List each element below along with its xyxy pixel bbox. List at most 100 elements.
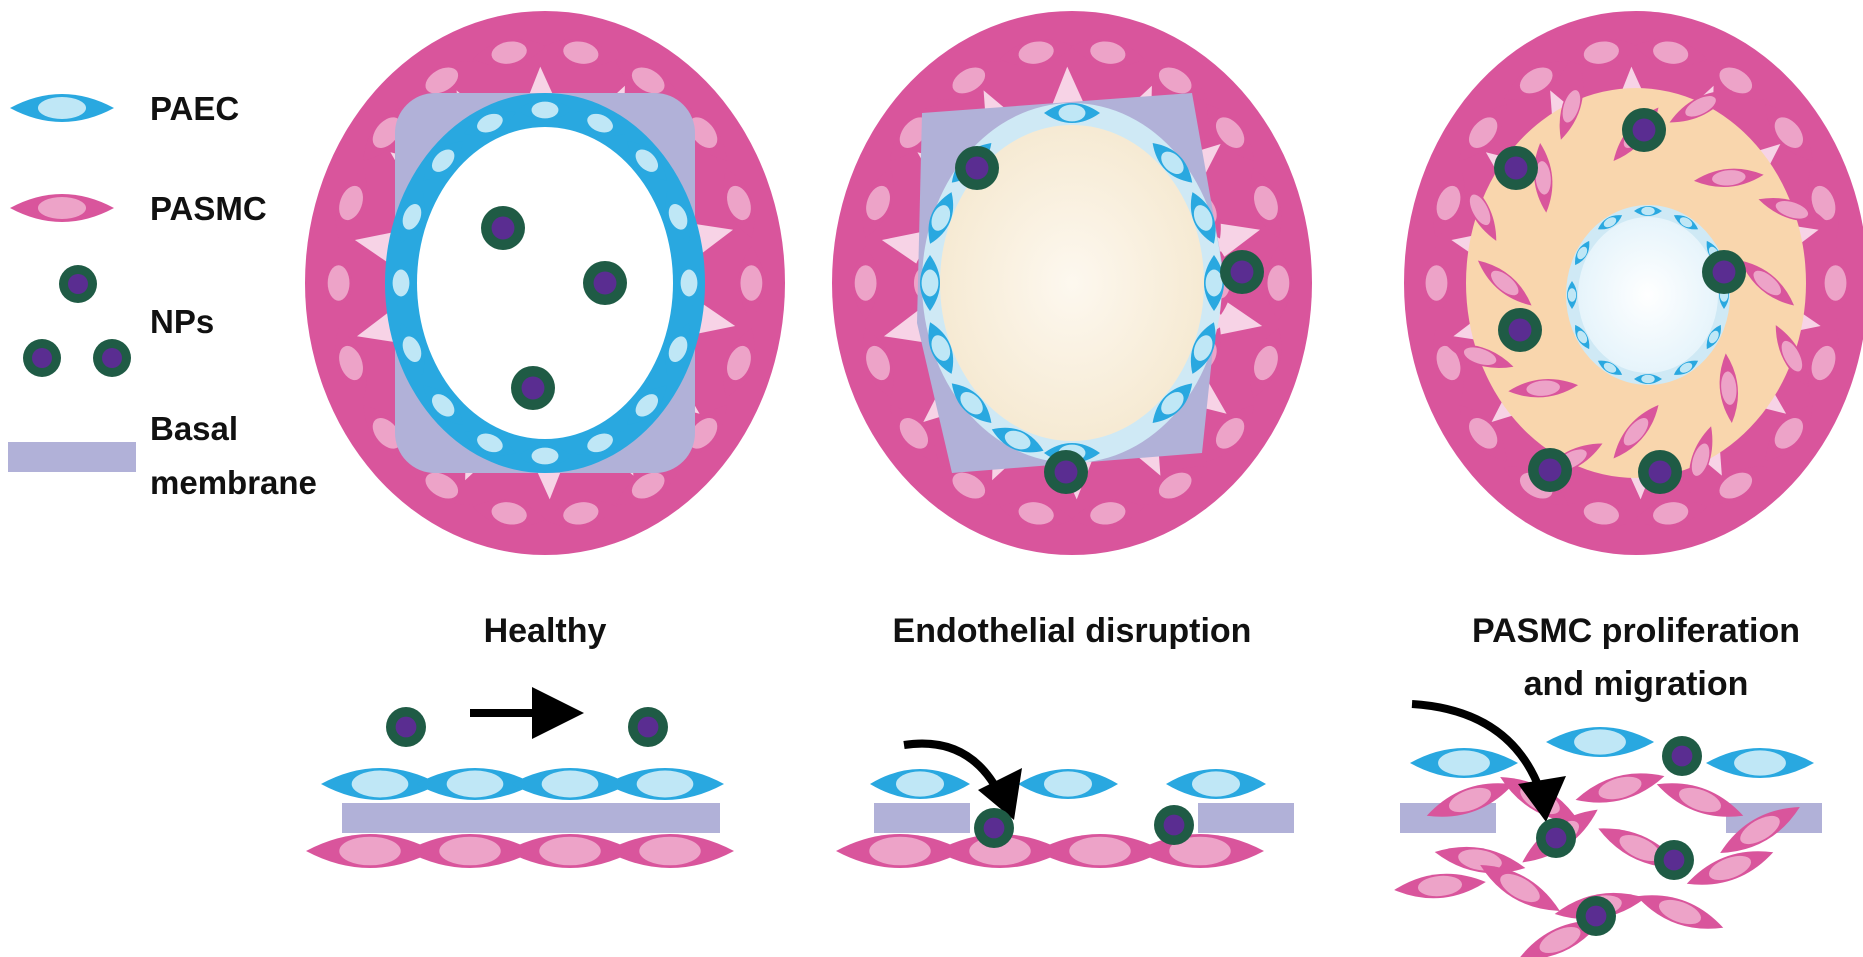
paec-cell <box>870 769 970 799</box>
pasmc-cell <box>862 328 894 398</box>
pasmc-cell <box>723 168 755 238</box>
pasmc-cell <box>852 246 879 320</box>
pasmc-cell <box>1143 466 1208 505</box>
paec-cell <box>679 255 699 311</box>
paec-cell <box>1166 769 1266 799</box>
pasmc-cell <box>1656 783 1744 817</box>
legend-pasmc-label: PASMC <box>150 190 267 227</box>
pasmc-cell <box>1433 328 1464 398</box>
legend-paec-label: PAEC <box>150 90 239 127</box>
nanoparticle <box>1498 308 1542 352</box>
paec-cell <box>416 768 534 800</box>
nanoparticle <box>1528 448 1572 492</box>
nanoparticle <box>481 206 525 250</box>
paec-cell <box>928 322 954 374</box>
pasmc-cell <box>544 499 618 527</box>
pasmc-cell <box>1071 39 1145 67</box>
pasmc-cell <box>890 405 938 462</box>
basal-membrane <box>874 803 970 833</box>
pasmc-cell <box>936 61 1001 100</box>
paec-cell <box>1567 281 1577 309</box>
pasmc-cell <box>306 834 434 868</box>
pasmc-cell <box>1559 72 1584 140</box>
paec-cell <box>1597 360 1623 375</box>
paec-cell <box>1018 769 1118 799</box>
nanoparticle <box>386 707 426 747</box>
paec-cell <box>665 190 691 243</box>
arrow-icon <box>903 739 1022 820</box>
paec-cell <box>1575 240 1590 266</box>
pasmc-cell <box>325 246 352 320</box>
pasmc-cell <box>1693 168 1764 188</box>
pasmc-cell <box>1564 39 1638 67</box>
vessel-endothelial-disruption <box>832 11 1312 555</box>
arrow-icon <box>470 687 584 739</box>
pasmc-cell <box>999 39 1073 67</box>
pasmc-cell <box>1250 328 1282 398</box>
paec-cell <box>991 427 1044 453</box>
paec-cell <box>606 768 724 800</box>
legend: PAEC PASMC NPs Basal membrane <box>8 90 317 501</box>
pasmc-cell <box>862 168 894 238</box>
cross-section-pasmc-proliferation <box>1394 700 1822 957</box>
nanoparticle <box>1220 250 1264 294</box>
paec-cell <box>920 255 940 311</box>
paec-cell <box>1706 748 1814 778</box>
paec-cell <box>1575 324 1590 350</box>
nanoparticle <box>1494 146 1538 190</box>
pasmc-cell <box>409 466 474 505</box>
pasmc-cell <box>1533 142 1553 213</box>
pasmc-cell <box>738 246 765 320</box>
pasmc-cell <box>1669 90 1732 123</box>
pasmc-cell <box>544 39 618 67</box>
pasmc-cell <box>1250 168 1282 238</box>
pasmc-cell <box>1459 405 1507 462</box>
pasmc-cell <box>1808 328 1839 398</box>
pasmc-cell <box>1775 325 1809 388</box>
pasmc-cell <box>506 834 634 868</box>
pasmc-cell <box>1434 846 1526 874</box>
pasmc-cell <box>1426 783 1514 817</box>
paec-cell <box>665 323 691 376</box>
basal-membrane-legend-icon <box>8 442 136 472</box>
nanoparticle <box>1154 805 1194 845</box>
arrow-icon <box>1411 700 1566 822</box>
paec-cell <box>627 385 667 426</box>
pasmc-cell <box>936 466 1001 505</box>
paec-cell <box>423 385 463 426</box>
paec-cell <box>1204 255 1224 311</box>
paec-cell <box>391 255 411 311</box>
paec-cell <box>1152 383 1193 424</box>
nanoparticle <box>1654 840 1694 880</box>
pasmc-cell <box>1765 405 1813 462</box>
paec-cell <box>1597 215 1623 230</box>
nanoparticle <box>955 146 999 190</box>
pasmc-cell <box>1740 260 1795 306</box>
paec-cell <box>1044 103 1100 123</box>
legend-basal-label-line2: membrane <box>150 464 317 501</box>
paec-legend-icon <box>10 94 114 122</box>
pasmc-cell <box>472 39 546 67</box>
nanoparticle <box>583 261 627 305</box>
pasmc-cell <box>1634 499 1708 527</box>
pasmc-cell <box>1036 834 1164 868</box>
pasmc-cell <box>1613 404 1659 459</box>
pasmc-cell <box>335 328 367 398</box>
basal-membrane <box>1198 803 1294 833</box>
pasmc-cell <box>723 328 755 398</box>
pasmc-cell <box>472 499 546 527</box>
pasmc-cell <box>1463 178 1497 241</box>
paec-cell <box>574 110 626 136</box>
paec-cell <box>1190 192 1216 244</box>
paec-cell <box>399 323 425 376</box>
pasmc-cell <box>1206 104 1254 161</box>
paec-cell <box>517 446 573 466</box>
legend-nps-label: NPs <box>150 303 214 340</box>
pasmc-cell <box>1477 260 1532 306</box>
nanoparticle <box>1576 896 1616 936</box>
pasmc-cell <box>616 466 681 505</box>
pasmc-cell <box>1575 773 1665 803</box>
pasmc-cell <box>1822 246 1849 320</box>
pasmc-cell <box>1808 168 1839 238</box>
